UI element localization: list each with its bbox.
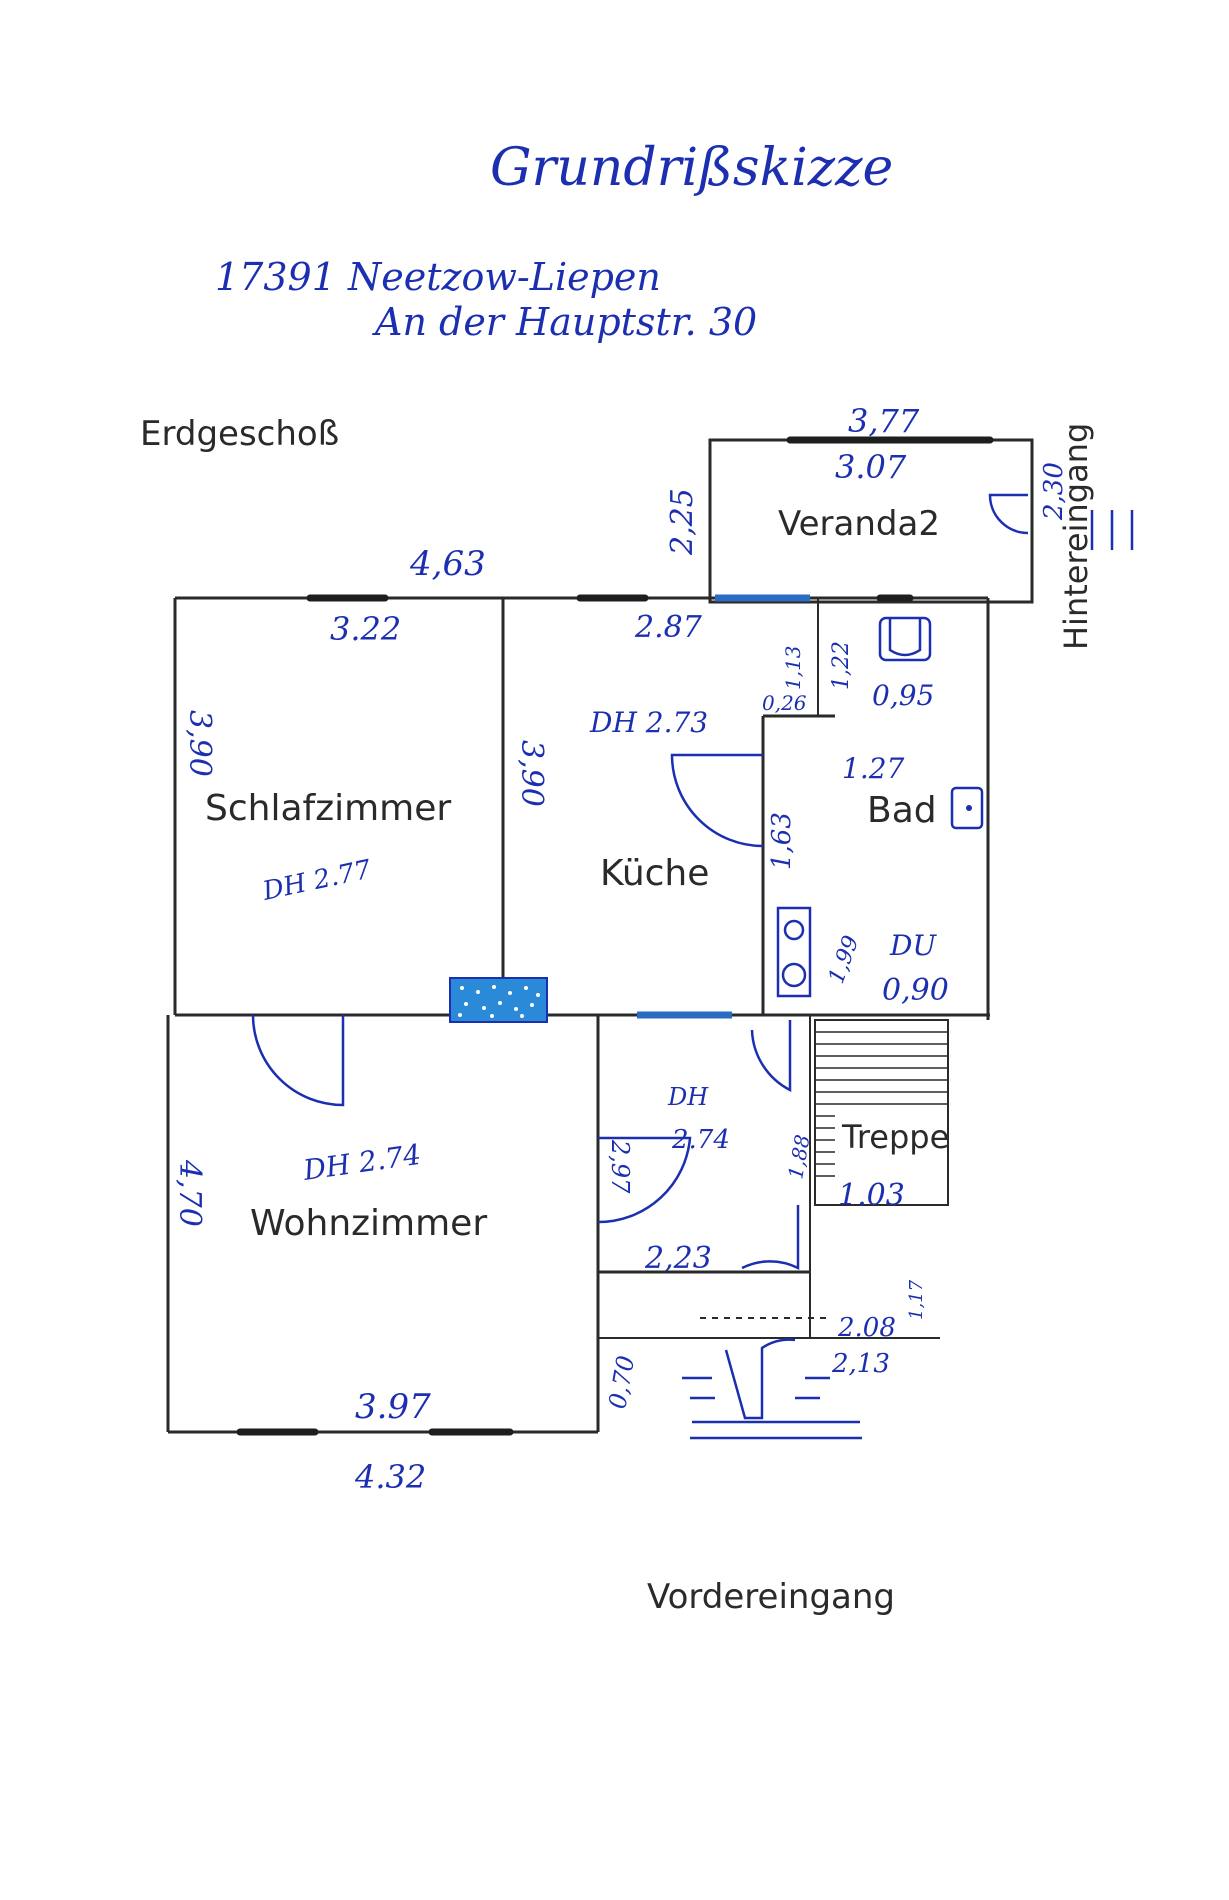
dim-wohnzimmer-outer-width: 4.32	[354, 1458, 426, 1496]
wohnzimmer-room: Wohnzimmer 4,70 DH 2.74 3.97 4.32	[172, 1014, 487, 1496]
dim-small-d: 1,17	[906, 1279, 927, 1320]
rear-steps-marks	[1090, 510, 1134, 550]
dim-veranda-inner-width: 3.07	[835, 448, 907, 486]
dim-small-a: 1,13	[781, 645, 805, 690]
treppe-door-swing	[750, 1020, 792, 1093]
dim-bad-width: 1.27	[842, 752, 905, 785]
veranda-door-swing	[988, 493, 1029, 535]
dim-house-top-outer: 4,63	[409, 544, 486, 584]
dryer-drum-icon	[781, 962, 807, 988]
kueche-ceiling: DH 2.73	[589, 706, 708, 739]
treppe-label: Treppe	[841, 1118, 949, 1156]
dim-kueche-wall: 3,90	[514, 740, 549, 807]
dim-kueche-width: 2.87	[634, 610, 703, 645]
shower-label: DU	[889, 929, 937, 962]
dim-flur-width: 2,23	[644, 1241, 712, 1276]
sink-drain-icon	[966, 805, 972, 811]
dim-schlafzimmer-height: 3,90	[182, 710, 217, 777]
wohnzimmer-ceiling: DH 2.74	[300, 1138, 423, 1187]
dim-flur-height: 2,97	[606, 1139, 634, 1194]
wohnzimmer-label: Wohnzimmer	[250, 1203, 487, 1244]
front-steps-marks	[682, 1376, 862, 1440]
dim-veranda-outer-width: 3,77	[848, 402, 920, 440]
dim-veranda-right-height: 2,30	[1039, 462, 1069, 521]
schlafzimmer-label: Schlafzimmer	[205, 788, 451, 829]
kueche-door-swing	[670, 753, 764, 848]
rear-entrance-label: Hintereingang	[1057, 423, 1095, 650]
flur-area: 2,97 DH 2.74 1,88 2,23	[597, 1020, 815, 1276]
toilet-icon	[878, 616, 932, 662]
flur-ceiling-label: DH	[667, 1083, 709, 1111]
schlafzimmer-ceiling: DH 2.77	[259, 855, 374, 907]
front-door-swing	[724, 1338, 796, 1420]
house-walls	[166, 596, 990, 1434]
dim-entry-depth: 0,70	[603, 1354, 640, 1411]
washer-drum-icon	[783, 919, 805, 941]
flur-ceiling-value: 2.74	[671, 1125, 730, 1155]
kueche-label: Küche	[600, 853, 709, 894]
dim-schlafzimmer-width: 3.22	[330, 610, 401, 648]
sketch-title: Grundrißskizze	[490, 138, 893, 198]
veranda-room: Veranda2 3,77 3.07 2,25 2,30	[665, 402, 1134, 604]
flur-door-swing	[597, 1136, 692, 1224]
dim-entry-width-b: 2,13	[831, 1349, 890, 1379]
veranda-label: Veranda2	[778, 504, 940, 544]
address-line-1: 17391 Neetzow-Liepen	[215, 255, 661, 299]
address-line-2: An der Hauptstr. 30	[372, 300, 757, 344]
windows	[236, 594, 914, 1436]
treppe-area: Treppe 1.03	[814, 1019, 949, 1213]
bad-room: Bad 1.27 0,95 1,63 1,99 DU 0,90	[767, 616, 984, 1008]
dim-small-c: 0,26	[762, 691, 807, 715]
dim-entry-width-a: 2.08	[837, 1313, 896, 1343]
dim-treppe-width: 1.03	[838, 1178, 905, 1213]
front-entrance-label: Vordereingang	[647, 1577, 895, 1617]
tiled-stove	[449, 977, 548, 1023]
bad-label: Bad	[867, 790, 937, 831]
dim-bad-top-width: 0,95	[872, 679, 934, 712]
sink-icon	[950, 786, 984, 830]
dim-veranda-height: 2,25	[665, 488, 700, 556]
dim-shower-width: 0,90	[882, 973, 949, 1008]
entry-area: 1,17 2.08 2,13 0,70	[603, 1279, 927, 1440]
floor-label: Erdgeschoß	[140, 414, 339, 454]
kueche-room: Küche 3,90 2.87 DH 2.73 1,13 1,22 0,26	[514, 610, 854, 894]
inner-door-swing	[741, 1205, 800, 1271]
dim-small-b: 1,22	[829, 641, 854, 690]
dim-bad-height: 1,63	[767, 812, 797, 870]
wohnzimmer-door-swing	[251, 1014, 345, 1107]
dim-wohnzimmer-height: 4,70	[172, 1159, 207, 1227]
dim-wohnzimmer-inner-width: 3.97	[355, 1387, 431, 1427]
washer-icon	[776, 906, 812, 998]
dim-shower-height: 1,99	[824, 932, 864, 987]
toilet-bowl-icon	[888, 618, 922, 657]
